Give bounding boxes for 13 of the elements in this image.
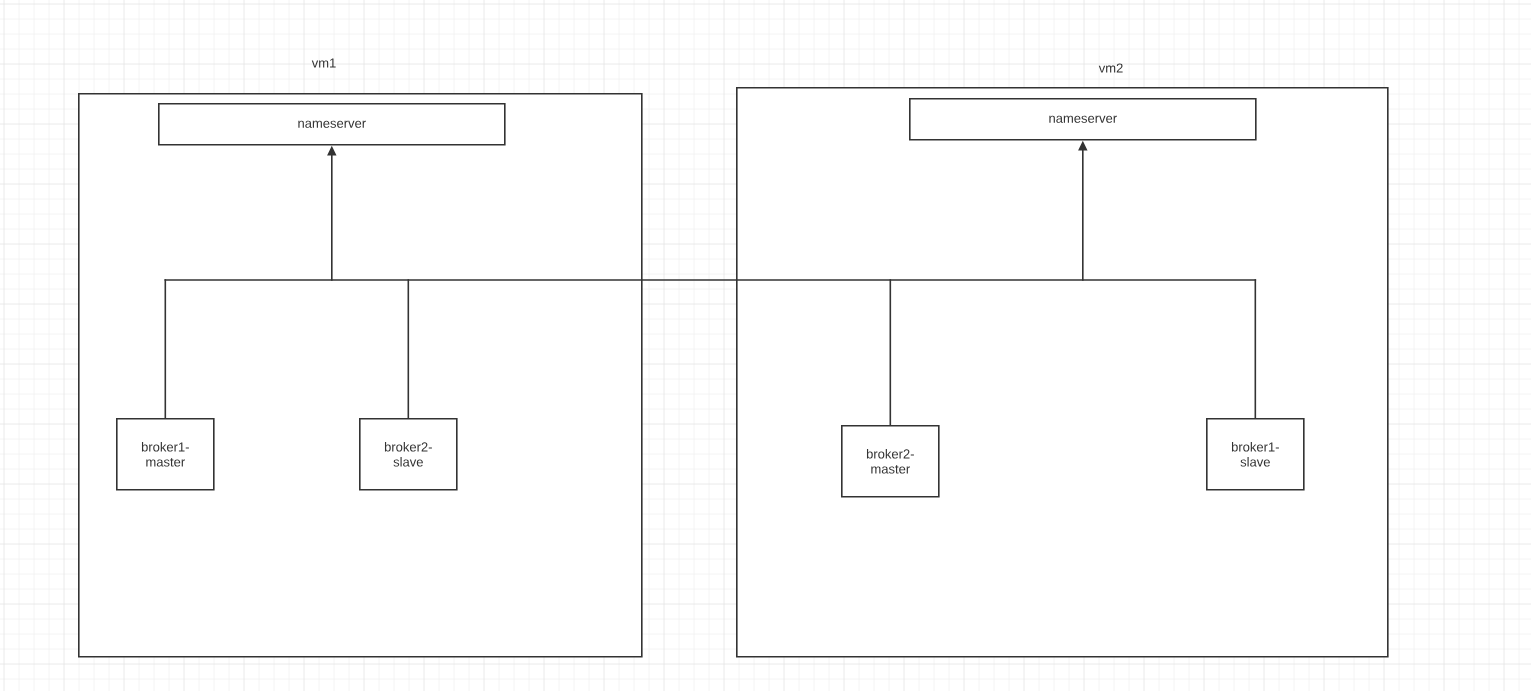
process-box: nameserver bbox=[158, 103, 506, 146]
frame-title: vm1 bbox=[311, 58, 336, 68]
connector-line bbox=[164, 279, 167, 419]
connector-line bbox=[164, 279, 1257, 281]
process-box: nameserver bbox=[909, 98, 1257, 141]
connector-line bbox=[407, 279, 410, 419]
process-box: broker1- slave bbox=[1206, 418, 1305, 491]
frame-title: vm2 bbox=[1098, 63, 1123, 73]
connector-line bbox=[1254, 279, 1257, 419]
process-box: broker1- master bbox=[116, 418, 215, 491]
process-box: broker2- slave bbox=[359, 418, 458, 491]
connector-line bbox=[889, 279, 892, 426]
process-box: broker2- master bbox=[841, 425, 940, 498]
